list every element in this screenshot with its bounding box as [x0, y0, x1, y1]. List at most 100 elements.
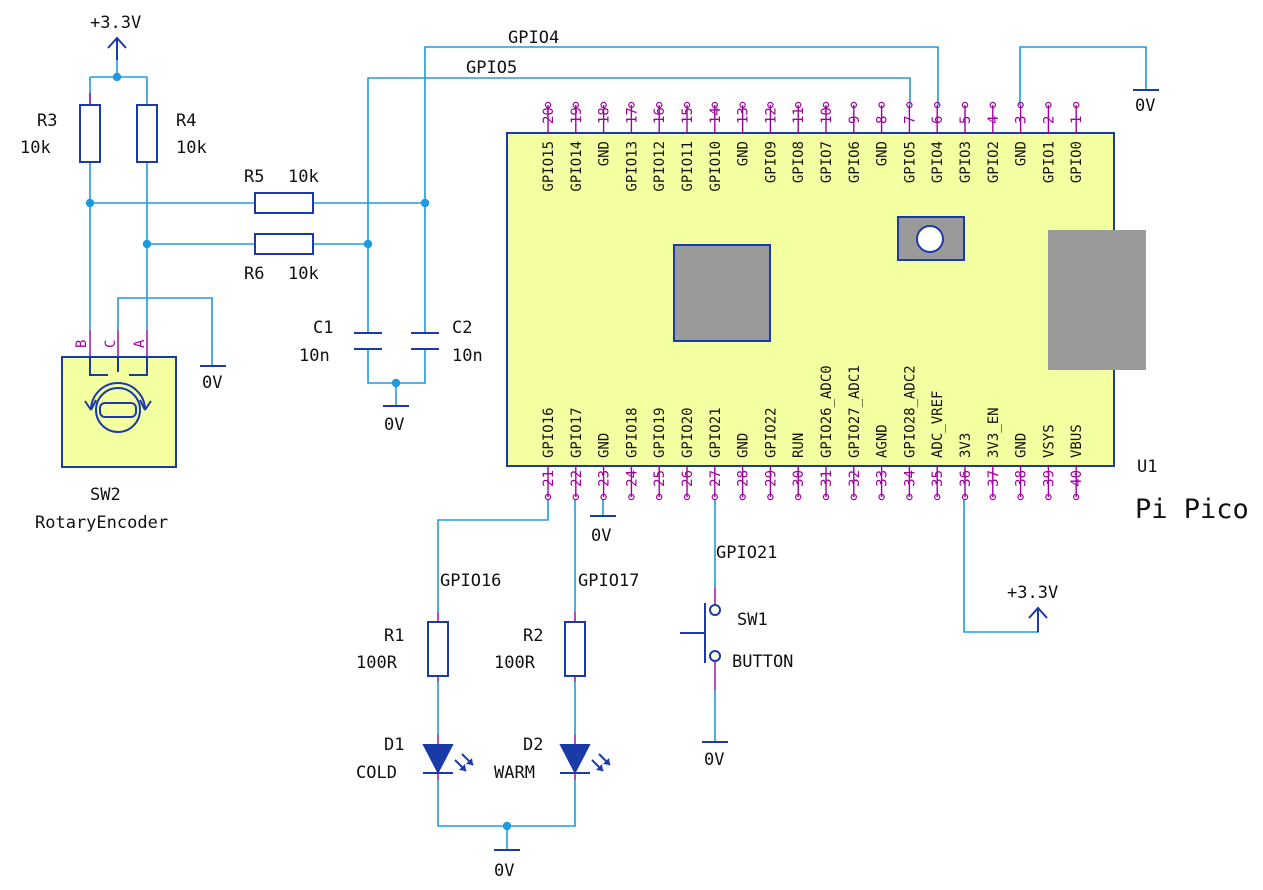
pico-pin-number: 21: [541, 470, 557, 487]
pico-pin-number: 26: [680, 470, 696, 487]
pico-pin-number: 9: [847, 116, 863, 124]
sw1-ref: SW1: [737, 610, 768, 630]
ground-symbol-caps: 0V: [383, 405, 409, 435]
u1-value: Pi Pico: [1135, 494, 1249, 525]
ground-label: 0V: [1135, 96, 1155, 116]
pico-pin-name: VSYS: [1041, 424, 1057, 458]
pico-pin-name: GPIO1: [1041, 141, 1057, 183]
pico-bottom-pin: 24 GPIO18: [624, 407, 640, 501]
pico-pin-name: AGND: [875, 424, 891, 458]
pico-pin-number: 23: [597, 470, 613, 487]
resistor-r4: R4 10k: [136, 104, 207, 163]
sw2-ref: SW2: [90, 485, 121, 505]
pico-pin-name: GND: [875, 141, 891, 166]
vcc-label-top: +3.3V: [90, 13, 141, 33]
r4-value: 10k: [176, 138, 207, 158]
pico-pin-name: GND: [736, 141, 752, 166]
pico-pin-number: 10: [819, 107, 835, 124]
capacitor-c1: C1 10n: [299, 318, 382, 366]
pico-pin-number: 14: [708, 107, 724, 124]
pico-pin-name: GPIO3: [958, 141, 974, 183]
pico-pin-number: 12: [763, 107, 779, 124]
pico-pin-number: 20: [541, 107, 557, 124]
r6-value: 10k: [288, 264, 319, 284]
pico-pin-name: GPIO11: [680, 141, 696, 192]
led-d2: D2 WARM: [494, 735, 611, 783]
pico-pin-name: GPIO4: [930, 141, 946, 183]
pico-pin-name: GPIO27_ADC1: [847, 365, 863, 458]
resistor-r3: R3 10k: [20, 93, 101, 163]
pico-bottom-pin: 22 GPIO17: [569, 407, 585, 501]
resistor-r2: R2 100R: [494, 612, 586, 682]
pico-pin-number: 25: [652, 470, 668, 487]
junction-dot: [85, 198, 95, 208]
pico-pin-number: 34: [902, 470, 918, 487]
pico-pin-number: 22: [569, 470, 585, 487]
c1-value: 10n: [299, 346, 330, 366]
r3-ref: R3: [37, 111, 57, 131]
pico-pin-number: 28: [736, 470, 752, 487]
pico-pin-name: GPIO5: [902, 141, 918, 183]
ground-symbol-encoder: 0V: [200, 365, 226, 393]
pico-pin-number: 3: [1014, 116, 1030, 124]
pico-pin-number: 16: [652, 107, 668, 124]
pico-pin-number: 5: [958, 116, 974, 124]
pico-pin-number: 4: [986, 116, 1002, 124]
pico-pin-number: 13: [736, 107, 752, 124]
pico-pin-name: GPIO18: [624, 407, 640, 458]
resistor-r1: R1 100R: [356, 612, 449, 682]
sw2-value: RotaryEncoder: [35, 513, 168, 533]
r4-ref: R4: [176, 111, 196, 131]
rotary-encoder-sw2: B C A SW2 RotaryEncoder: [35, 330, 177, 533]
pico-pin-number: 39: [1041, 470, 1057, 487]
c2-value: 10n: [452, 346, 483, 366]
pico-pin-name: GND: [736, 433, 752, 458]
pico-pin-name: 3V3: [958, 433, 974, 458]
ground-label: 0V: [384, 415, 404, 435]
pico-pin-name: GND: [1014, 141, 1030, 166]
pico-top-pins: 20GPIO1519GPIO1418GND17GPIO1316GPIO1215G…: [541, 101, 1085, 192]
pico-pin-number: 24: [624, 470, 640, 487]
d1-value: COLD: [356, 763, 397, 783]
pico-pin-name: GPIO6: [847, 141, 863, 183]
net-label-gpio5: GPIO5: [466, 58, 517, 78]
pico-pin-name: GPIO17: [569, 407, 585, 458]
pico-pin-name: GPIO22: [763, 407, 779, 458]
d2-value: WARM: [494, 763, 535, 783]
pico-pin-number: 18: [597, 107, 613, 124]
c2-ref: C2: [452, 318, 472, 338]
pico-bottom-pin: 39 VSYS: [1041, 424, 1057, 501]
pico-bottom-pin: 25 GPIO19: [652, 407, 668, 501]
junction-dot: [420, 198, 430, 208]
sw1-value: BUTTON: [732, 652, 793, 672]
pico-pin-name: GPIO21: [708, 407, 724, 458]
pico-pin-number: 19: [569, 107, 585, 124]
pico-pin-name: GPIO19: [652, 407, 668, 458]
resistor-r5: R5 10k: [244, 167, 319, 214]
vcc-symbol-top: +3.3V: [90, 13, 141, 60]
ground-label: 0V: [704, 750, 724, 770]
pico-pin-number: 35: [930, 470, 946, 487]
